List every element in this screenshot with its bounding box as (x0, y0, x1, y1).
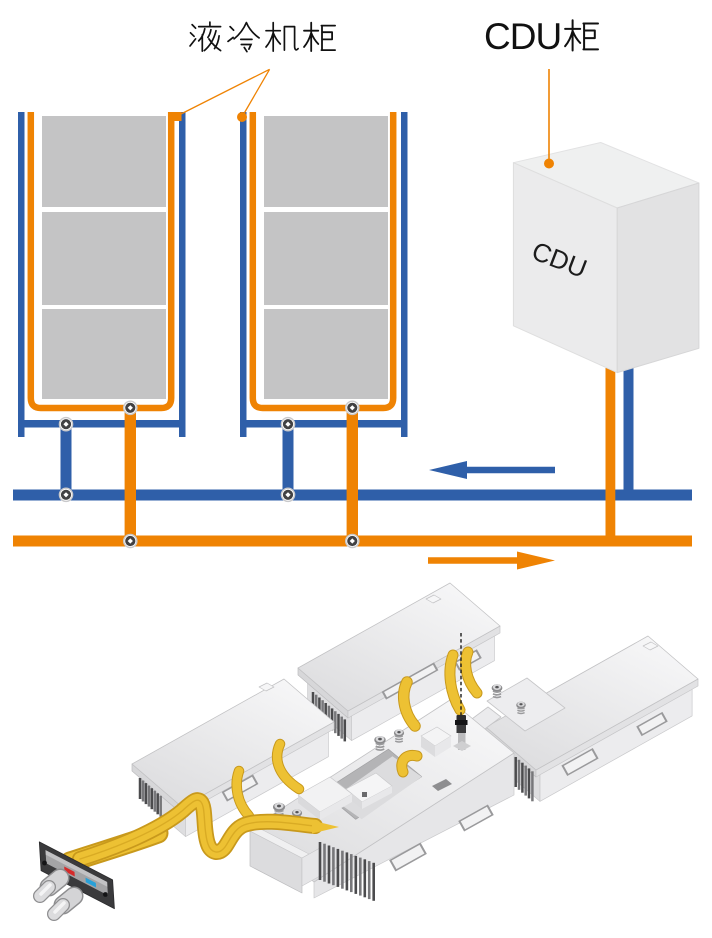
svg-text:CDU: CDU (484, 16, 561, 57)
